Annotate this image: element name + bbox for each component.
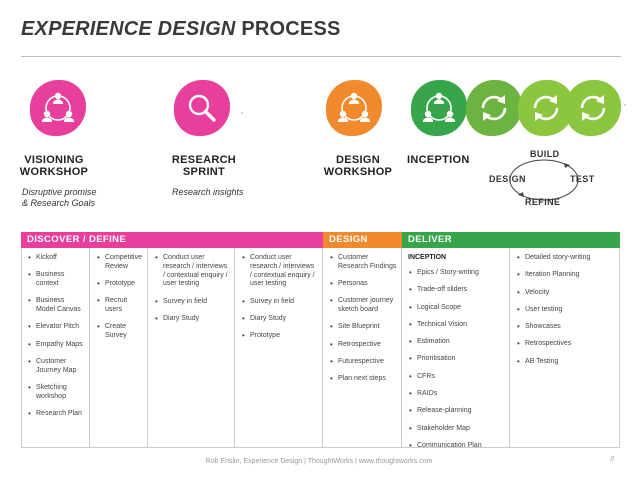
column-list: Customer Research FindingsPersonasCustom… — [329, 254, 397, 384]
list-item: Prioritisation — [408, 355, 505, 364]
separator-dot — [241, 112, 243, 114]
list-item: Business Model Canvas — [27, 297, 85, 315]
column-discover-2: Competitive ReviewPrototypeRecruit users… — [90, 248, 148, 448]
visioning-workshop-icon — [30, 80, 86, 136]
inception-heading: INCEPTION — [408, 254, 447, 261]
list-item: Recruit users — [96, 297, 143, 315]
list-item: Velocity — [516, 289, 616, 298]
list-item: Business context — [27, 271, 85, 289]
iteration-1-icon — [466, 80, 522, 136]
cycle-refine: REFINE — [525, 197, 561, 207]
section-deliver: DELIVER — [402, 232, 620, 248]
magnifier-icon — [188, 94, 216, 122]
column-discover-1: KickoffBusiness contextBusiness Model Ca… — [21, 248, 90, 448]
list-item: Showcases — [516, 323, 616, 332]
list-item: Trade-off sliders — [408, 286, 505, 295]
list-item: Survey in field — [241, 298, 318, 307]
separator-dot — [624, 104, 626, 106]
column-list: Conduct user research / interviews / con… — [241, 254, 318, 341]
section-design: DESIGN — [323, 232, 402, 248]
list-item: Conduct user research / interviews / con… — [241, 254, 318, 289]
list-item: Estimation — [408, 338, 505, 347]
column-design: Customer Research FindingsPersonasCustom… — [323, 248, 402, 448]
list-item: Epics / Story-writing — [408, 269, 505, 278]
list-item: Communication Plan — [408, 442, 505, 451]
design-workshop-label: DESIGN WORKSHOP — [323, 154, 393, 178]
list-item: Diary Study — [154, 315, 230, 324]
column-list: Detailed story-writingIteration Planning… — [516, 254, 616, 367]
people-cycle-icon — [338, 92, 370, 122]
column-list: KickoffBusiness contextBusiness Model Ca… — [27, 254, 85, 419]
people-cycle-icon — [423, 92, 455, 122]
list-item: Empathy Maps — [27, 341, 85, 350]
list-item: Futurespective — [329, 358, 397, 367]
column-inception: INCEPTION Epics / Story-writingTrade-off… — [402, 248, 510, 451]
list-item: Elevator Pitch — [27, 323, 85, 332]
page-title: EXPERIENCE DESIGN PROCESS — [21, 18, 341, 41]
list-item: Prototype — [96, 280, 143, 289]
list-item: Plan next steps — [329, 375, 397, 384]
page-number: 8 — [610, 456, 614, 463]
list-item: Create Survey — [96, 323, 143, 341]
cycle-build: BUILD — [530, 149, 560, 159]
visioning-workshop-label: VISIONING WORKSHOP — [19, 154, 89, 178]
iteration-2-icon — [518, 80, 574, 136]
list-item: Customer journey sketch board — [329, 297, 397, 315]
list-item: CFRs — [408, 373, 505, 382]
list-item: Logical Scope — [408, 304, 505, 313]
column-list: Competitive ReviewPrototypeRecruit users… — [96, 254, 143, 341]
list-item: Sketching workshop — [27, 384, 85, 402]
list-item: Research Plan — [27, 410, 85, 419]
list-item: Iteration Planning — [516, 271, 616, 280]
column-deliver: Detailed story-writingIteration Planning… — [510, 248, 620, 448]
list-item: Survey in field — [154, 298, 230, 307]
list-item: Stakeholder Map — [408, 425, 505, 434]
visioning-workshop-subtitle: Disruptive promise & Research Goals — [22, 187, 97, 208]
list-item: Personas — [329, 280, 397, 289]
title-rest: PROCESS — [235, 18, 341, 40]
cycle-design: DESIGN — [489, 174, 526, 184]
refresh-cycle-icon — [533, 95, 559, 121]
footer-credit: Rob Enslin, Experience Design | ThoughtW… — [205, 458, 433, 465]
inception-icon — [411, 80, 467, 136]
list-item: Kickoff — [27, 254, 85, 263]
research-sprint-subtitle: Research insights — [172, 187, 244, 197]
design-workshop-icon — [326, 80, 382, 136]
list-item: Prototype — [241, 332, 318, 341]
list-item: Technical Vision — [408, 321, 505, 330]
list-item: User testing — [516, 306, 616, 315]
list-item: Customer Journey Map — [27, 358, 85, 376]
list-item: AB Testing — [516, 358, 616, 367]
list-item: Diary Study — [241, 315, 318, 324]
section-discover-define: DISCOVER / DEFINE — [21, 232, 323, 248]
list-item: Competitive Review — [96, 254, 143, 272]
column-list: Conduct user research / interviews / con… — [154, 254, 230, 324]
people-cycle-icon — [42, 92, 74, 122]
research-sprint-label: RESEARCH SPRINT — [171, 154, 237, 178]
column-list: Epics / Story-writingTrade-off slidersLo… — [408, 269, 505, 451]
list-item: Conduct user research / interviews / con… — [154, 254, 230, 289]
columns-frame — [21, 248, 620, 448]
list-item: Customer Research Findings — [329, 254, 397, 272]
list-item: Retrospective — [329, 341, 397, 350]
list-item: Retrospectives — [516, 340, 616, 349]
refresh-cycle-icon — [580, 95, 606, 121]
iteration-3-icon — [565, 80, 621, 136]
cycle-test: TEST — [570, 174, 595, 184]
column-discover-3: Conduct user research / interviews / con… — [148, 248, 235, 448]
iteration-cycle-diagram — [509, 159, 579, 201]
refresh-cycle-icon — [481, 95, 507, 121]
list-item: Site Blueprint — [329, 323, 397, 332]
title-strong: EXPERIENCE DESIGN — [21, 18, 236, 40]
list-item: RAIDs — [408, 390, 505, 399]
title-divider — [21, 56, 621, 57]
column-discover-4: Conduct user research / interviews / con… — [235, 248, 323, 448]
research-sprint-icon — [174, 80, 230, 136]
list-item: Release-planning — [408, 407, 505, 416]
inception-label: INCEPTION — [407, 154, 470, 166]
list-item: Detailed story-writing — [516, 254, 616, 263]
